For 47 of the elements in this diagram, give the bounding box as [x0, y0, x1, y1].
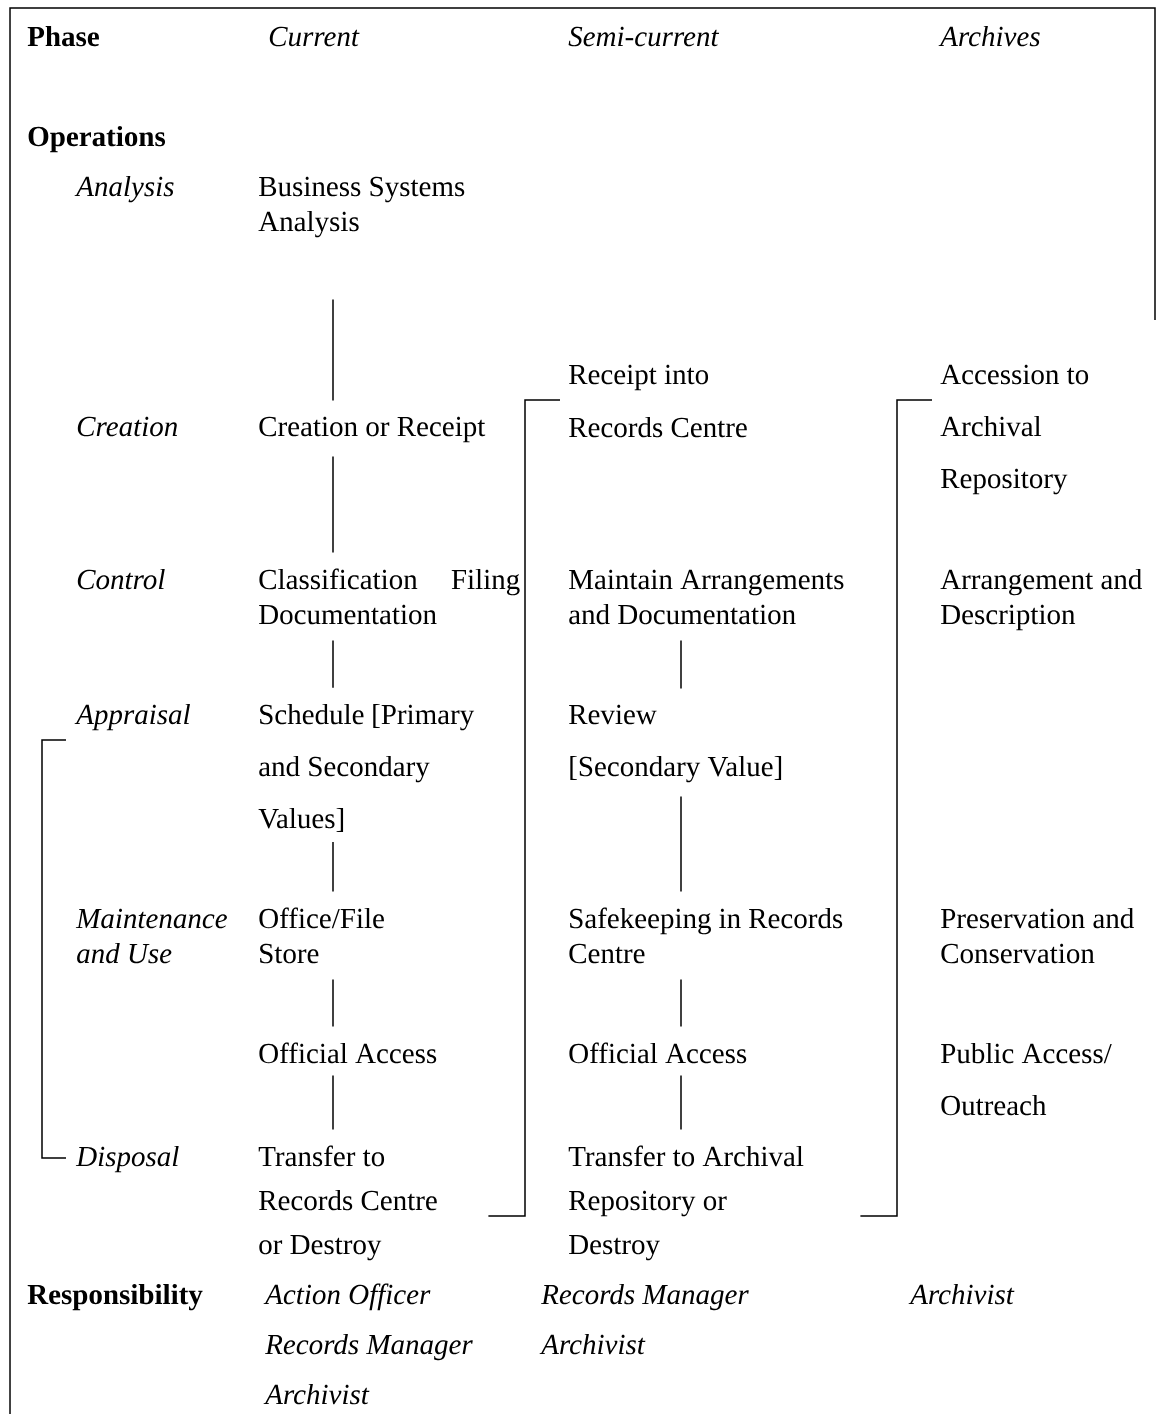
connector-line: [332, 455, 334, 554]
step-text: Safekeeping in Records Centre: [569, 907, 843, 964]
stage-label: Maintenance and Use: [75, 908, 227, 964]
step-text: Office/File Store: [259, 907, 384, 964]
section-heading: Responsibility: [27, 1283, 203, 1311]
step-text: Transfer to Archival Repository or Destroy: [568, 1145, 804, 1261]
stage-label: Creation: [77, 416, 178, 437]
responsibility-label: Archivist: [908, 1283, 1015, 1305]
connector-line: [332, 841, 334, 893]
connector-line: [680, 978, 682, 1028]
step-text: Maintain Arrangements and Documentation: [569, 569, 844, 625]
column-heading: Semi-current: [568, 26, 720, 47]
step-text: Business Systems Analysis: [258, 176, 465, 238]
bracket-connector: [487, 399, 561, 1217]
connector-line: [332, 1074, 334, 1131]
connector-line: [332, 639, 334, 689]
step-text: Creation or Receipt: [259, 416, 486, 443]
connector-line: [680, 639, 682, 690]
responsibility-label: Archivist: [539, 1333, 646, 1355]
connector-line: [680, 1074, 682, 1131]
stage-label: Analysis: [74, 175, 174, 203]
step-text: Official Access: [259, 1042, 437, 1064]
responsibility-label: Records Manager: [265, 1333, 473, 1361]
step-text: Review [Secondary Value]: [569, 704, 782, 783]
responsibility-label: Archivist: [263, 1383, 370, 1405]
connector-line: [332, 978, 334, 1028]
column-heading: Archives: [938, 25, 1040, 47]
step-text: Public Access/ Outreach: [941, 1042, 1112, 1116]
stage-label: Control: [77, 568, 165, 590]
column-heading: Current: [269, 26, 360, 47]
step-text: Classification Filing Documentation: [259, 568, 520, 625]
step-text: Accession to Archival Repository: [940, 364, 1089, 495]
responsibility-label: Action Officer: [263, 1283, 431, 1311]
step-text: Schedule [Primary and Secondary Values]: [258, 703, 475, 832]
connector-line: [680, 795, 682, 893]
stage-label: Appraisal: [74, 703, 190, 731]
responsibility-label: Records Manager: [541, 1283, 749, 1311]
section-heading: Operations: [28, 125, 166, 153]
step-text: Arrangement and Description: [940, 568, 1142, 631]
step-text: Official Access: [569, 1042, 747, 1064]
step-text: Preservation and Conservation: [941, 907, 1134, 964]
step-text: Transfer to Records Centre or Destroy: [258, 1145, 437, 1261]
step-text: Receipt into Records Centre: [569, 364, 747, 438]
connector-line: [332, 298, 334, 402]
bracket-connector: [859, 399, 933, 1217]
stage-label: Disposal: [75, 1145, 179, 1173]
column-heading: Phase: [27, 25, 99, 47]
